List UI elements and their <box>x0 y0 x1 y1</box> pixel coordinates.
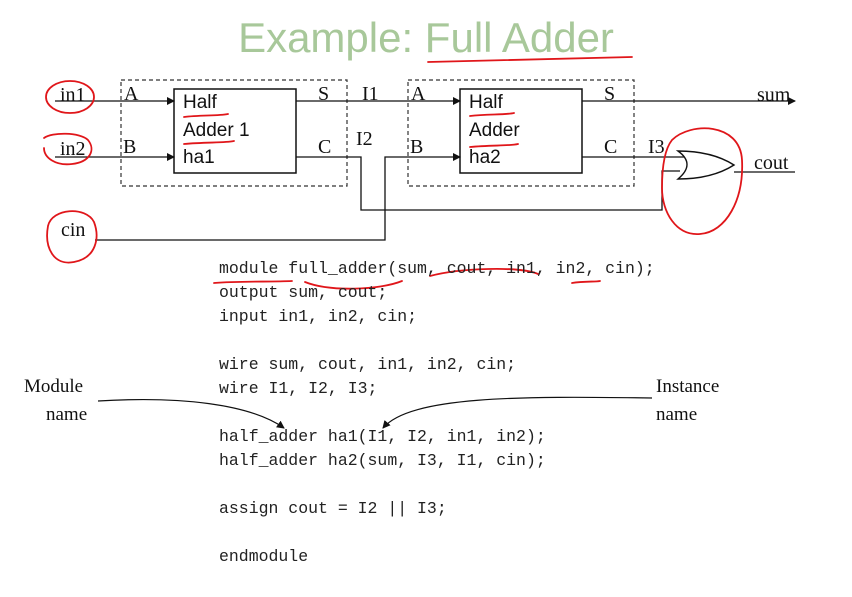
ha2-block <box>459 88 583 174</box>
instance-name-arrow <box>382 396 653 429</box>
or-gate <box>675 150 736 180</box>
ha2-line1: Half <box>469 92 503 113</box>
output-cout-label: cout <box>754 152 789 174</box>
ha1-block <box>173 88 297 174</box>
code-line: half_adder ha1(I1, I2, in1, in2); <box>219 427 546 446</box>
circle-cin <box>46 210 98 264</box>
circle-or-gate <box>661 127 743 235</box>
ha1-dashed-boundary <box>120 79 348 187</box>
ha2-port-s: S <box>604 83 616 105</box>
output-sum-label: sum <box>757 84 791 106</box>
ha2-dashed-boundary <box>407 79 635 187</box>
instance-name-note-line1: Instance <box>656 376 720 397</box>
code-line: wire sum, cout, in1, in2, cin; <box>219 355 517 374</box>
pen-annotations <box>43 56 743 290</box>
module-name-note-line1: Module <box>24 376 84 397</box>
underline-half-2 <box>469 112 515 117</box>
code-line: module full_adder(sum, cout, in1, in2, c… <box>219 259 655 278</box>
ha1-line1: Half <box>183 92 217 113</box>
underline-half-1 <box>183 113 229 118</box>
module-name-note-line2: name <box>46 404 88 425</box>
wire-i2-label: I2 <box>356 128 373 150</box>
underline-adder-2 <box>469 143 519 148</box>
instance-name-note-line2: name <box>656 404 698 425</box>
input-in2-label: in2 <box>60 138 86 160</box>
underline-module <box>213 280 293 284</box>
underline-adder-1 <box>183 140 235 145</box>
code-line: half_adder ha2(sum, I3, I1, cin); <box>219 451 546 470</box>
module-name-arrow <box>97 399 285 429</box>
ha1-port-s: S <box>318 83 330 105</box>
wire-i3-label: I3 <box>648 136 665 158</box>
ha1-port-c: C <box>318 136 332 158</box>
underline-in1 <box>571 280 601 284</box>
slide-title: Example: Full Adder <box>238 14 614 61</box>
strike-sum-cout <box>429 268 539 277</box>
code-line: assign cout = I2 || I3; <box>219 499 447 518</box>
input-in1-label: in1 <box>60 84 86 106</box>
ha2-port-c: C <box>604 136 618 158</box>
wire-cin <box>95 153 461 241</box>
circle-in1 <box>45 80 95 114</box>
ha1-port-a: A <box>124 83 139 105</box>
ha2-port-b: B <box>410 136 424 158</box>
ha2-line3: ha2 <box>469 147 501 168</box>
title-underline <box>427 56 633 63</box>
code-line: wire I1, I2, I3; <box>219 379 378 398</box>
code-line: input in1, in2, cin; <box>219 307 418 326</box>
circle-in2 <box>43 132 93 166</box>
wire-i2 <box>296 156 680 211</box>
ha1-line2: Adder 1 <box>183 120 250 141</box>
ha1-port-b: B <box>123 136 137 158</box>
wire-i1-label: I1 <box>362 83 379 105</box>
ha2-line2: Adder <box>469 120 520 141</box>
input-cin-label: cin <box>61 219 86 241</box>
ha1-line3: ha1 <box>183 147 215 168</box>
code-line: output sum, cout; <box>219 283 388 302</box>
ha2-port-a: A <box>411 83 426 105</box>
underline-full-adder <box>304 280 403 290</box>
code-line: endmodule <box>219 547 309 566</box>
